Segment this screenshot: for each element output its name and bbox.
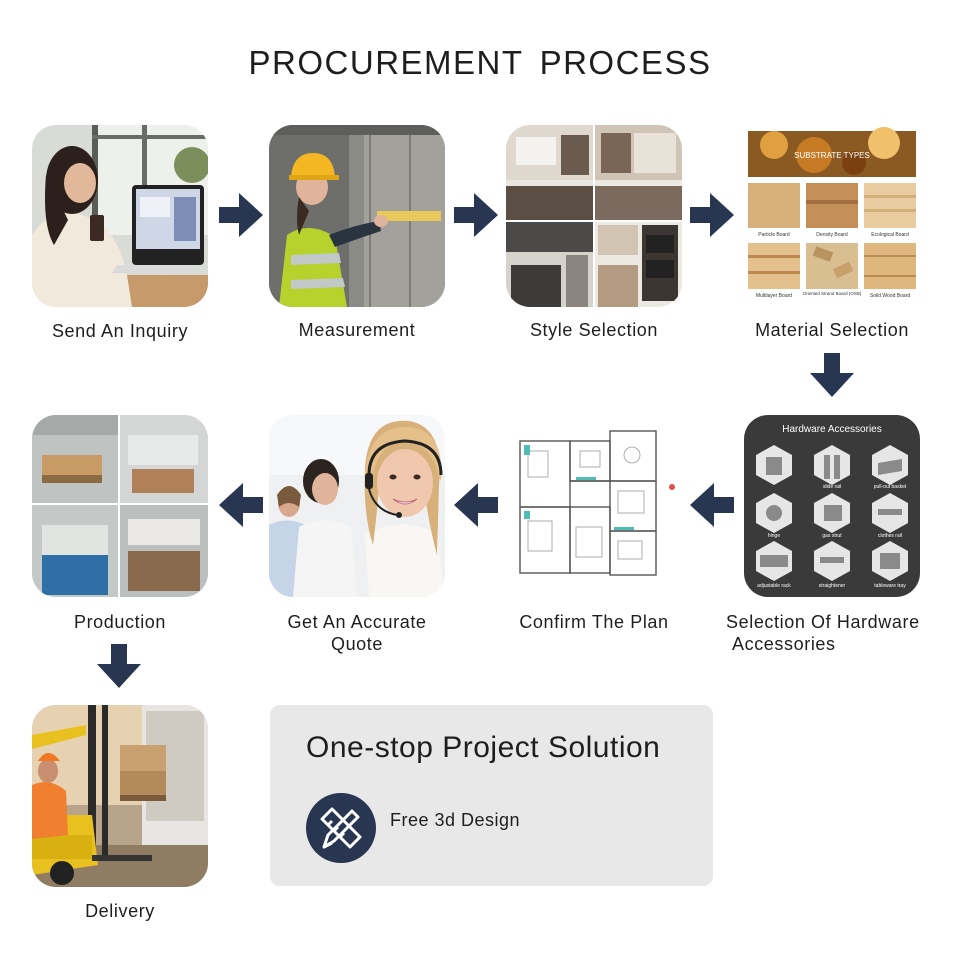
hardware-item: straightener	[819, 583, 846, 589]
board-label: Solid Wood Board	[870, 293, 910, 299]
arrow-left-icon	[690, 483, 734, 527]
hardware-item: adjustable rack	[757, 583, 791, 589]
step-label: Selection Of Hardware Accessories	[726, 611, 926, 655]
feature-label: Free 3d Design	[390, 810, 521, 830]
board-label: Density Board	[816, 232, 848, 238]
step-label: Confirm The Plan	[519, 612, 669, 632]
hardware-accessories-photo: Hardware Accessories	[744, 415, 920, 597]
arrow-left-icon	[219, 483, 263, 527]
arrow-right-icon	[454, 193, 498, 237]
page-title: PROCUREMENT PROCESS	[248, 44, 712, 81]
hardware-item: slide rail	[823, 484, 841, 490]
step-label: Material Selection	[755, 320, 909, 340]
panel-title: One-stop Project Solution	[306, 731, 661, 764]
hardware-item: tableware tray	[874, 583, 906, 589]
call-center-photo	[269, 415, 445, 597]
step-label: Style Selection	[529, 320, 659, 340]
one-stop-solution-panel: One-stop Project Solution Free 3d Design	[270, 705, 713, 886]
arrow-down-icon	[97, 644, 141, 688]
ruler-pencil-design-icon	[306, 793, 376, 863]
step-label: Get An Accurate Quote	[287, 612, 427, 654]
substrate-boards-photo: SUBSTRATE TYPES Particle Board Density B…	[744, 125, 920, 307]
woman-at-laptop-photo	[32, 125, 208, 307]
board-label: Oriented Strand Board (OSB)	[803, 291, 862, 296]
substrate-heading: SUBSTRATE TYPES	[794, 151, 870, 160]
step-label: Delivery	[85, 901, 155, 921]
arrow-right-icon	[219, 193, 263, 237]
hardware-item: gas strut	[822, 533, 842, 539]
step-label-line2: Accessories	[732, 634, 836, 654]
hardware-item: pull-out basket	[874, 484, 907, 490]
step-label: Send An Inquiry	[51, 321, 189, 341]
step-label: Measurement	[298, 320, 416, 340]
forklift-truck-photo	[32, 705, 208, 887]
board-label: Particle Board	[758, 232, 790, 238]
board-label: Ecological Board	[871, 232, 909, 238]
step-label: Production	[73, 612, 167, 632]
hardware-heading: Hardware Accessories	[782, 424, 881, 435]
arrow-left-icon	[454, 483, 498, 527]
board-label: Multilayer Board	[756, 293, 792, 299]
arrow-right-icon	[690, 193, 734, 237]
kitchen-styles-photo	[506, 125, 682, 307]
arrow-down-icon	[810, 353, 854, 397]
floor-plan-drawing	[506, 415, 682, 597]
factory-photo	[32, 415, 208, 597]
hardware-item: hinge	[768, 533, 780, 539]
step-label-line1: Selection Of Hardware	[726, 612, 920, 632]
worker-measuring-wall-photo	[269, 125, 445, 307]
hardware-item: clothes rail	[878, 533, 902, 539]
